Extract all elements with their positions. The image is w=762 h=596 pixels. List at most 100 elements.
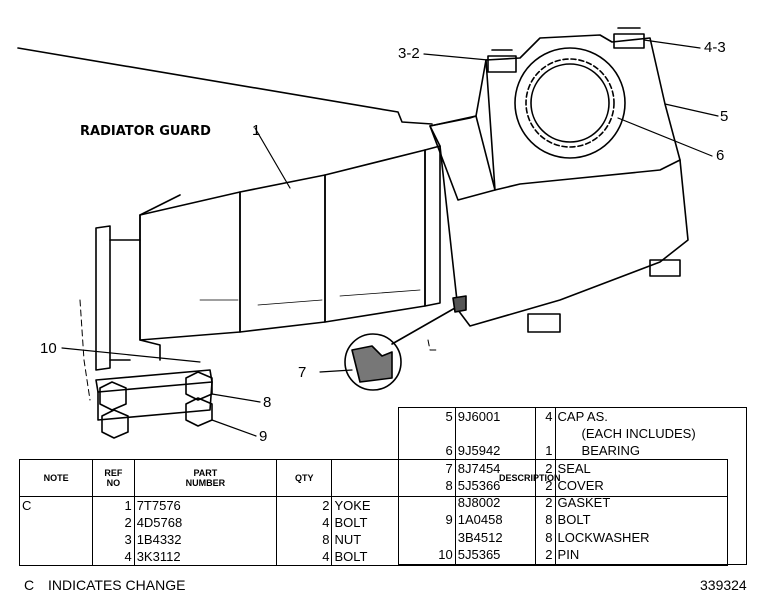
- leader-4-3: [643, 39, 701, 49]
- guard-dash-right: [427, 339, 439, 351]
- qty-cell: 2: [276, 496, 333, 514]
- part-number-cell: 3B4512: [454, 529, 536, 547]
- description-cell: LOCKWASHER: [554, 529, 748, 547]
- cover-plate-lower: [97, 381, 213, 421]
- housing-cap-block: [429, 115, 496, 201]
- note-cell: [18, 548, 94, 566]
- callout-8: 8: [263, 394, 272, 411]
- ref-cell: 9: [398, 511, 456, 530]
- callout-9: 9: [259, 428, 268, 445]
- yoke-flange: [95, 225, 111, 371]
- description-cell: SEAL: [554, 459, 748, 478]
- change-note-text: INDICATES CHANGE: [48, 577, 186, 593]
- ref-cell: 5: [398, 407, 456, 426]
- callout-7: 7: [298, 364, 307, 381]
- housing-inner-edge: [485, 59, 681, 191]
- ref-cell: 4: [92, 548, 135, 566]
- note-cell: [18, 514, 94, 531]
- part-number-cell: 7T7576: [133, 496, 278, 514]
- change-note-key: C: [24, 577, 35, 593]
- seal-profile: [351, 345, 393, 383]
- radiator-guard-edge-lower: [139, 194, 181, 216]
- qty-cell: [534, 425, 556, 443]
- bolt-3-2: [487, 49, 517, 73]
- leader-5: [664, 103, 719, 117]
- callout-1: 1: [252, 122, 261, 139]
- leader-8: [211, 393, 261, 403]
- bolt-lower-right: [649, 259, 681, 277]
- shaft-section-1: [139, 191, 241, 341]
- callout-4-3: 4-3: [704, 39, 726, 56]
- ref-cell: 6: [398, 442, 456, 460]
- header-note: NOTE: [18, 459, 94, 497]
- table-row: 7 8J7454 2 SEAL: [398, 459, 748, 478]
- ref-cell: 10: [398, 546, 456, 565]
- qty-cell: 8: [534, 511, 556, 530]
- part-number-cell: 4D5768: [133, 514, 278, 531]
- bearing-dashed-ring: [525, 58, 615, 148]
- description-cell: (EACH INCLUDES): [554, 425, 748, 443]
- qty-cell: 2: [534, 477, 556, 495]
- callout-6: 6: [716, 147, 725, 164]
- shaft-section-2: [239, 174, 326, 333]
- yoke-neck: [109, 239, 141, 361]
- ref-cell: 2: [92, 514, 135, 531]
- note-cell: [18, 531, 94, 548]
- radiator-guard-edge: [17, 47, 433, 125]
- table-row: (EACH INCLUDES): [398, 425, 748, 443]
- seal-detail-circle: [344, 333, 402, 391]
- part-number-cell: 9J5942: [454, 442, 536, 460]
- part-number-cell: 5J5366: [454, 477, 536, 495]
- drawing-number: 339324: [700, 577, 747, 593]
- qty-cell: 2: [534, 546, 556, 565]
- part-number-cell: [454, 425, 536, 443]
- header-qty: QTY: [276, 459, 333, 497]
- shaft-shading: [199, 289, 421, 306]
- qty-cell: 4: [276, 514, 333, 531]
- description-cell: COVER: [554, 477, 748, 495]
- seal-small: [452, 295, 467, 313]
- nut-2: [101, 409, 129, 439]
- table-row: 10 5J5365 2 PIN: [398, 546, 748, 565]
- ref-cell: 3: [92, 531, 135, 548]
- callout-10: 10: [40, 340, 57, 357]
- leader-6: [617, 117, 713, 157]
- description-cell: BEARING: [554, 442, 748, 460]
- bolt-4-3: [613, 27, 645, 49]
- bearing-inner-ring: [530, 63, 610, 143]
- table-row: 8J8002 2 GASKET: [398, 494, 748, 512]
- part-number-cell: 9J6001: [454, 407, 536, 426]
- ref-cell: 8: [398, 477, 456, 495]
- table-row: 3B4512 8 LOCKWASHER: [398, 529, 748, 547]
- parts-list-right: 5 9J6001 4 CAP AS. (EACH INCLUDES) 6 9J5…: [398, 407, 748, 565]
- leader-1: [254, 127, 291, 189]
- qty-cell: 1: [534, 442, 556, 460]
- leader-10: [61, 347, 201, 363]
- ref-cell: [398, 425, 456, 443]
- part-number-cell: 8J7454: [454, 459, 536, 478]
- part-number-cell: 1A0458: [454, 511, 536, 530]
- qty-cell: 8: [534, 529, 556, 547]
- qty-cell: 2: [534, 459, 556, 478]
- ref-cell: [398, 529, 456, 547]
- header-part-number: PART NUMBER: [133, 459, 278, 497]
- shaft-section-4: [424, 145, 441, 307]
- bolt-lower-mid: [527, 313, 561, 333]
- header-ref-no: REF NO: [92, 459, 135, 497]
- leader-7: [319, 369, 353, 373]
- qty-cell: 4: [276, 548, 333, 566]
- callout-3-2: 3-2: [398, 45, 420, 62]
- nut-1: [99, 381, 127, 411]
- part-number-cell: 8J8002: [454, 494, 536, 512]
- table-row: 5 9J6001 4 CAP AS.: [398, 407, 748, 426]
- qty-cell: 4: [534, 407, 556, 426]
- radiator-guard-label: RADIATOR GUARD: [80, 124, 211, 139]
- ref-cell: [398, 494, 456, 512]
- ref-cell: 7: [398, 459, 456, 478]
- table-row: 9 1A0458 8 BOLT: [398, 511, 748, 530]
- description-cell: GASKET: [554, 494, 748, 512]
- part-number-cell: 5J5365: [454, 546, 536, 565]
- qty-cell: 2: [534, 494, 556, 512]
